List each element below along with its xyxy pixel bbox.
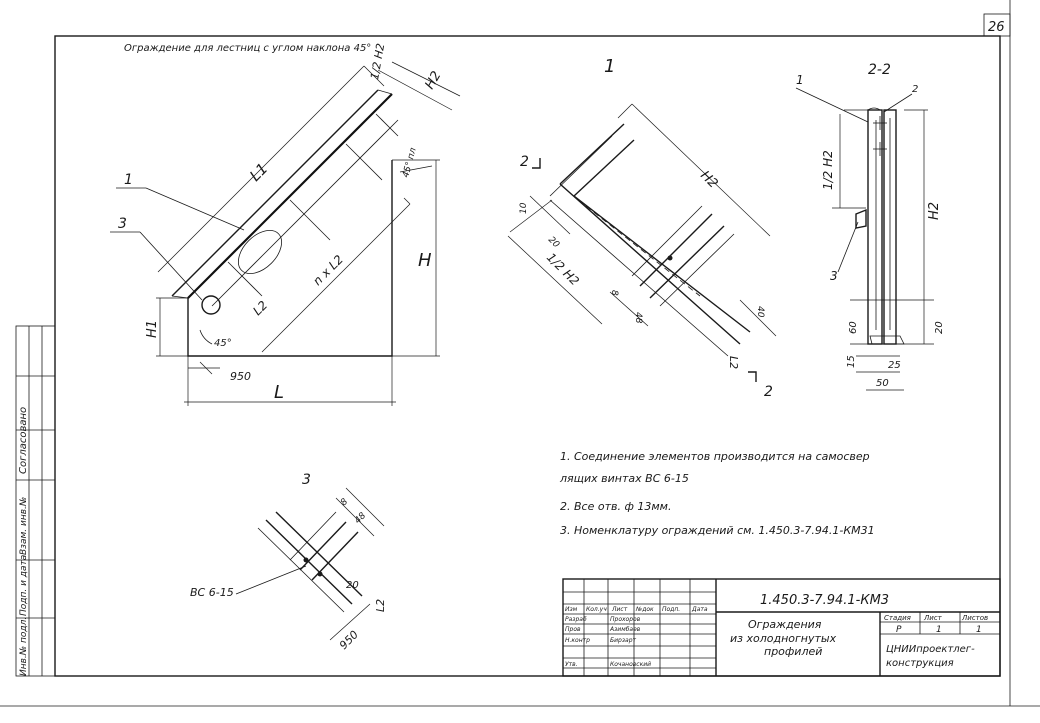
main-label-half-H2: 1/2 H2	[368, 42, 387, 80]
drawing-title: Ограждение для лестниц с углом наклона 4…	[124, 43, 371, 54]
main-label-L: L	[274, 382, 284, 403]
title-block-stage: Р	[896, 625, 902, 635]
detail-1-label-8: 8	[609, 290, 619, 296]
sign-row-1-role: Разраб	[565, 616, 587, 623]
detail-1-label-2b: 2	[764, 384, 773, 400]
detail-1-label-20: 20	[546, 235, 561, 250]
detail-3-view	[235, 487, 385, 641]
sign-row-4-role: Утв.	[565, 661, 578, 668]
section-2-2-label-60: 60	[848, 321, 859, 334]
section-2-2-label-3: 3	[830, 269, 838, 283]
main-callout-3: 3	[118, 216, 127, 232]
detail-3-label-20: 20	[346, 580, 359, 591]
sign-row-2-role: Пров	[565, 626, 581, 633]
detail-1-label-48: 48	[633, 312, 643, 324]
detail-3-label-950: 950	[337, 628, 361, 652]
main-label-L1: L1	[246, 159, 271, 184]
title-block-sheet-header: Лист	[923, 614, 943, 622]
section-2-2-title: 2-2	[868, 62, 891, 78]
main-label-H1: H1	[145, 320, 160, 338]
section-2-2-label-25: 25	[888, 360, 901, 371]
sign-col-doc: №док	[635, 606, 654, 613]
title-block-stage-header: Стадия	[884, 614, 911, 622]
detail-3-label-48: 48	[353, 511, 368, 526]
detail-1-label-40: 40	[755, 306, 765, 318]
sign-row-1-name: Прохоров	[610, 616, 641, 623]
detail-1-label-2: 2	[520, 154, 529, 170]
section-2-2-label-H2: H2	[927, 202, 942, 220]
main-label-angle: 45°	[214, 338, 232, 349]
note-1a: 1. Соединение элементов производится на …	[560, 450, 870, 463]
strip-label-sign-date: Подп. и дата	[19, 555, 29, 616]
sign-col-izm: Изм	[565, 606, 578, 613]
title-block-desc-1: Ограждения	[748, 618, 822, 631]
title-block-org-1: ЦНИИпроектлег-	[886, 644, 975, 655]
section-2-2-label-1: 1	[796, 73, 804, 87]
note-2: 2. Все отв. ф 13мм.	[560, 500, 671, 513]
detail-1-label-10: 10	[519, 202, 529, 214]
main-label-H: H	[418, 250, 432, 271]
main-view	[110, 61, 461, 406]
note-1b: лящих винтах ВС 6-15	[559, 472, 689, 485]
sign-row-4-name: Кочановский	[610, 661, 651, 668]
section-2-2-label-half-H2: 1/2 H2	[821, 150, 835, 190]
strip-label-inv: Инв.№ подл.	[19, 617, 29, 676]
detail-3-label-8: 8	[339, 497, 350, 508]
sign-row-3-name: Бирзарт	[610, 637, 637, 644]
title-block-desc-3: профилей	[764, 645, 822, 658]
detail-1-title: 1	[604, 56, 615, 77]
sign-col-kol: Кол.уч	[586, 606, 607, 613]
section-2-2-label-15: 15	[846, 355, 857, 368]
main-callout-1: 1	[124, 172, 133, 188]
title-block-org-2: конструкция	[886, 658, 954, 669]
left-stamp-strip	[15, 325, 56, 677]
sign-row-3-role: Н.контр	[565, 637, 590, 644]
main-label-950: 950	[230, 370, 251, 383]
main-label-45pl: 45° пл	[401, 147, 419, 179]
section-2-2-view	[795, 87, 934, 391]
main-label-nL2: n x L2	[310, 252, 346, 288]
section-2-2-label-20: 20	[934, 321, 945, 334]
section-2-2-label-50: 50	[876, 378, 889, 389]
title-block-sheets-header: Листов	[961, 614, 988, 622]
detail-3-label-L2: L2	[374, 599, 387, 612]
title-block-sheets: 1	[976, 625, 982, 635]
detail-3-title: 3	[302, 472, 311, 488]
strip-label-agreed: Согласовано	[18, 407, 29, 474]
detail-1-label-H2: H2	[697, 168, 720, 191]
sign-col-list: Лист	[611, 606, 628, 613]
section-2-2-label-2: 2	[912, 84, 918, 95]
title-block	[562, 578, 1001, 677]
title-block-sheet: 1	[936, 625, 942, 635]
sign-col-date: Дата	[691, 606, 708, 613]
sheet-number: 26	[988, 20, 1005, 35]
detail-1-label-half-H2: 1/2 H2	[544, 250, 582, 288]
note-3: 3. Номенклатуру ограждений см. 1.450.3-7…	[560, 524, 875, 537]
detail-3-label-bc: ВС 6-15	[190, 586, 234, 599]
detail-1-label-L2: L2	[727, 356, 740, 369]
sign-col-sign: Подп.	[662, 606, 680, 613]
sign-row-2-name: Азимбаев	[609, 626, 641, 633]
main-label-L2: L2	[250, 298, 270, 318]
detail-1-view	[507, 103, 777, 382]
main-label-H2: H2	[422, 69, 444, 92]
title-block-desc-2: из холодногнутых	[730, 632, 837, 645]
title-block-code: 1.450.3-7.94.1-КМ3	[760, 593, 889, 608]
strip-label-replace-inv: Взам. инв.№	[19, 497, 29, 555]
